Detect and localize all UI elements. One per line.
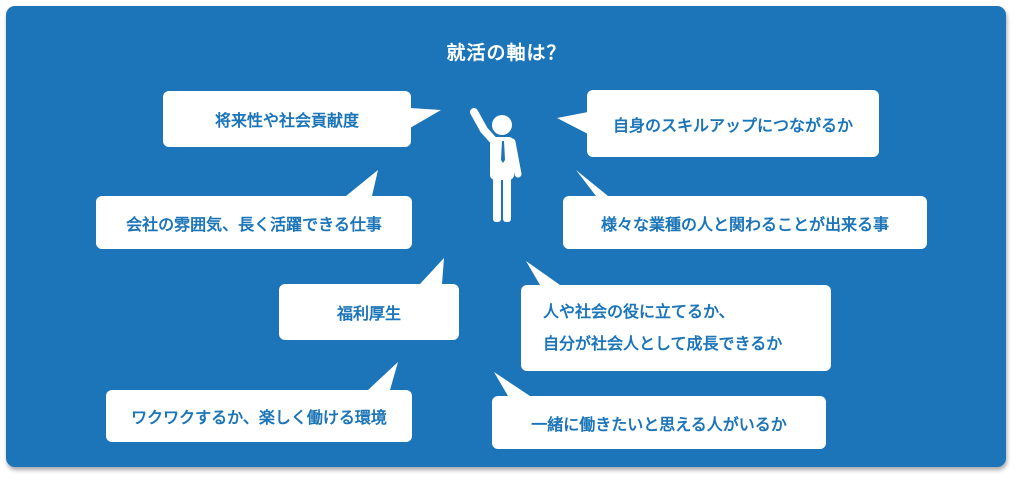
tail-welfare <box>420 258 444 284</box>
tail-future <box>410 108 441 128</box>
tail-industries <box>576 170 608 196</box>
bubble-skillup-text: 自身のスキルアップにつながるか <box>612 115 853 135</box>
bubble-growth-line-2: 自分が社会人として成長できるか <box>543 334 783 353</box>
tail-workplace <box>368 362 398 390</box>
tail-atmosphere <box>346 170 378 196</box>
bubble-industries-text: 様々な業種の人と関わることが出来る事 <box>600 214 889 234</box>
tail-colleagues <box>494 372 530 396</box>
bubble-workplace-text: ワクワクするか、楽しく働ける環境 <box>131 408 387 427</box>
bubble-welfare: 福利厚生 <box>279 284 459 340</box>
bubble-atmosphere: 会社の雰囲気、長く活躍できる仕事 <box>96 196 412 249</box>
person-raising-hand-icon <box>470 108 522 222</box>
bubble-growth-line-1: 人や社会の役に立てるか、 <box>543 302 735 321</box>
diagram-title: 就活の軸は？ <box>446 42 567 64</box>
bubble-colleagues-text: 一緒に働きたいと思える人がいるか <box>531 414 787 434</box>
bubble-skillup: 自身のスキルアップにつながるか <box>587 90 879 157</box>
bubble-workplace: ワクワクするか、楽しく働ける環境 <box>106 390 412 442</box>
bubble-growth: 人や社会の役に立てるか、 自分が社会人として成長できるか <box>521 285 831 371</box>
tail-skillup <box>557 112 588 134</box>
bubble-future: 将来性や社会貢献度 <box>163 91 411 147</box>
tail-growth <box>526 261 560 285</box>
bubble-industries: 様々な業種の人と関わることが出来る事 <box>563 196 927 249</box>
bubble-colleagues: 一緒に働きたいと思える人がいるか <box>492 396 826 449</box>
bubble-welfare-text: 福利厚生 <box>336 304 401 323</box>
bubble-atmosphere-text: 会社の雰囲気、長く活躍できる仕事 <box>126 214 382 234</box>
bubble-future-text: 将来性や社会貢献度 <box>214 111 359 130</box>
